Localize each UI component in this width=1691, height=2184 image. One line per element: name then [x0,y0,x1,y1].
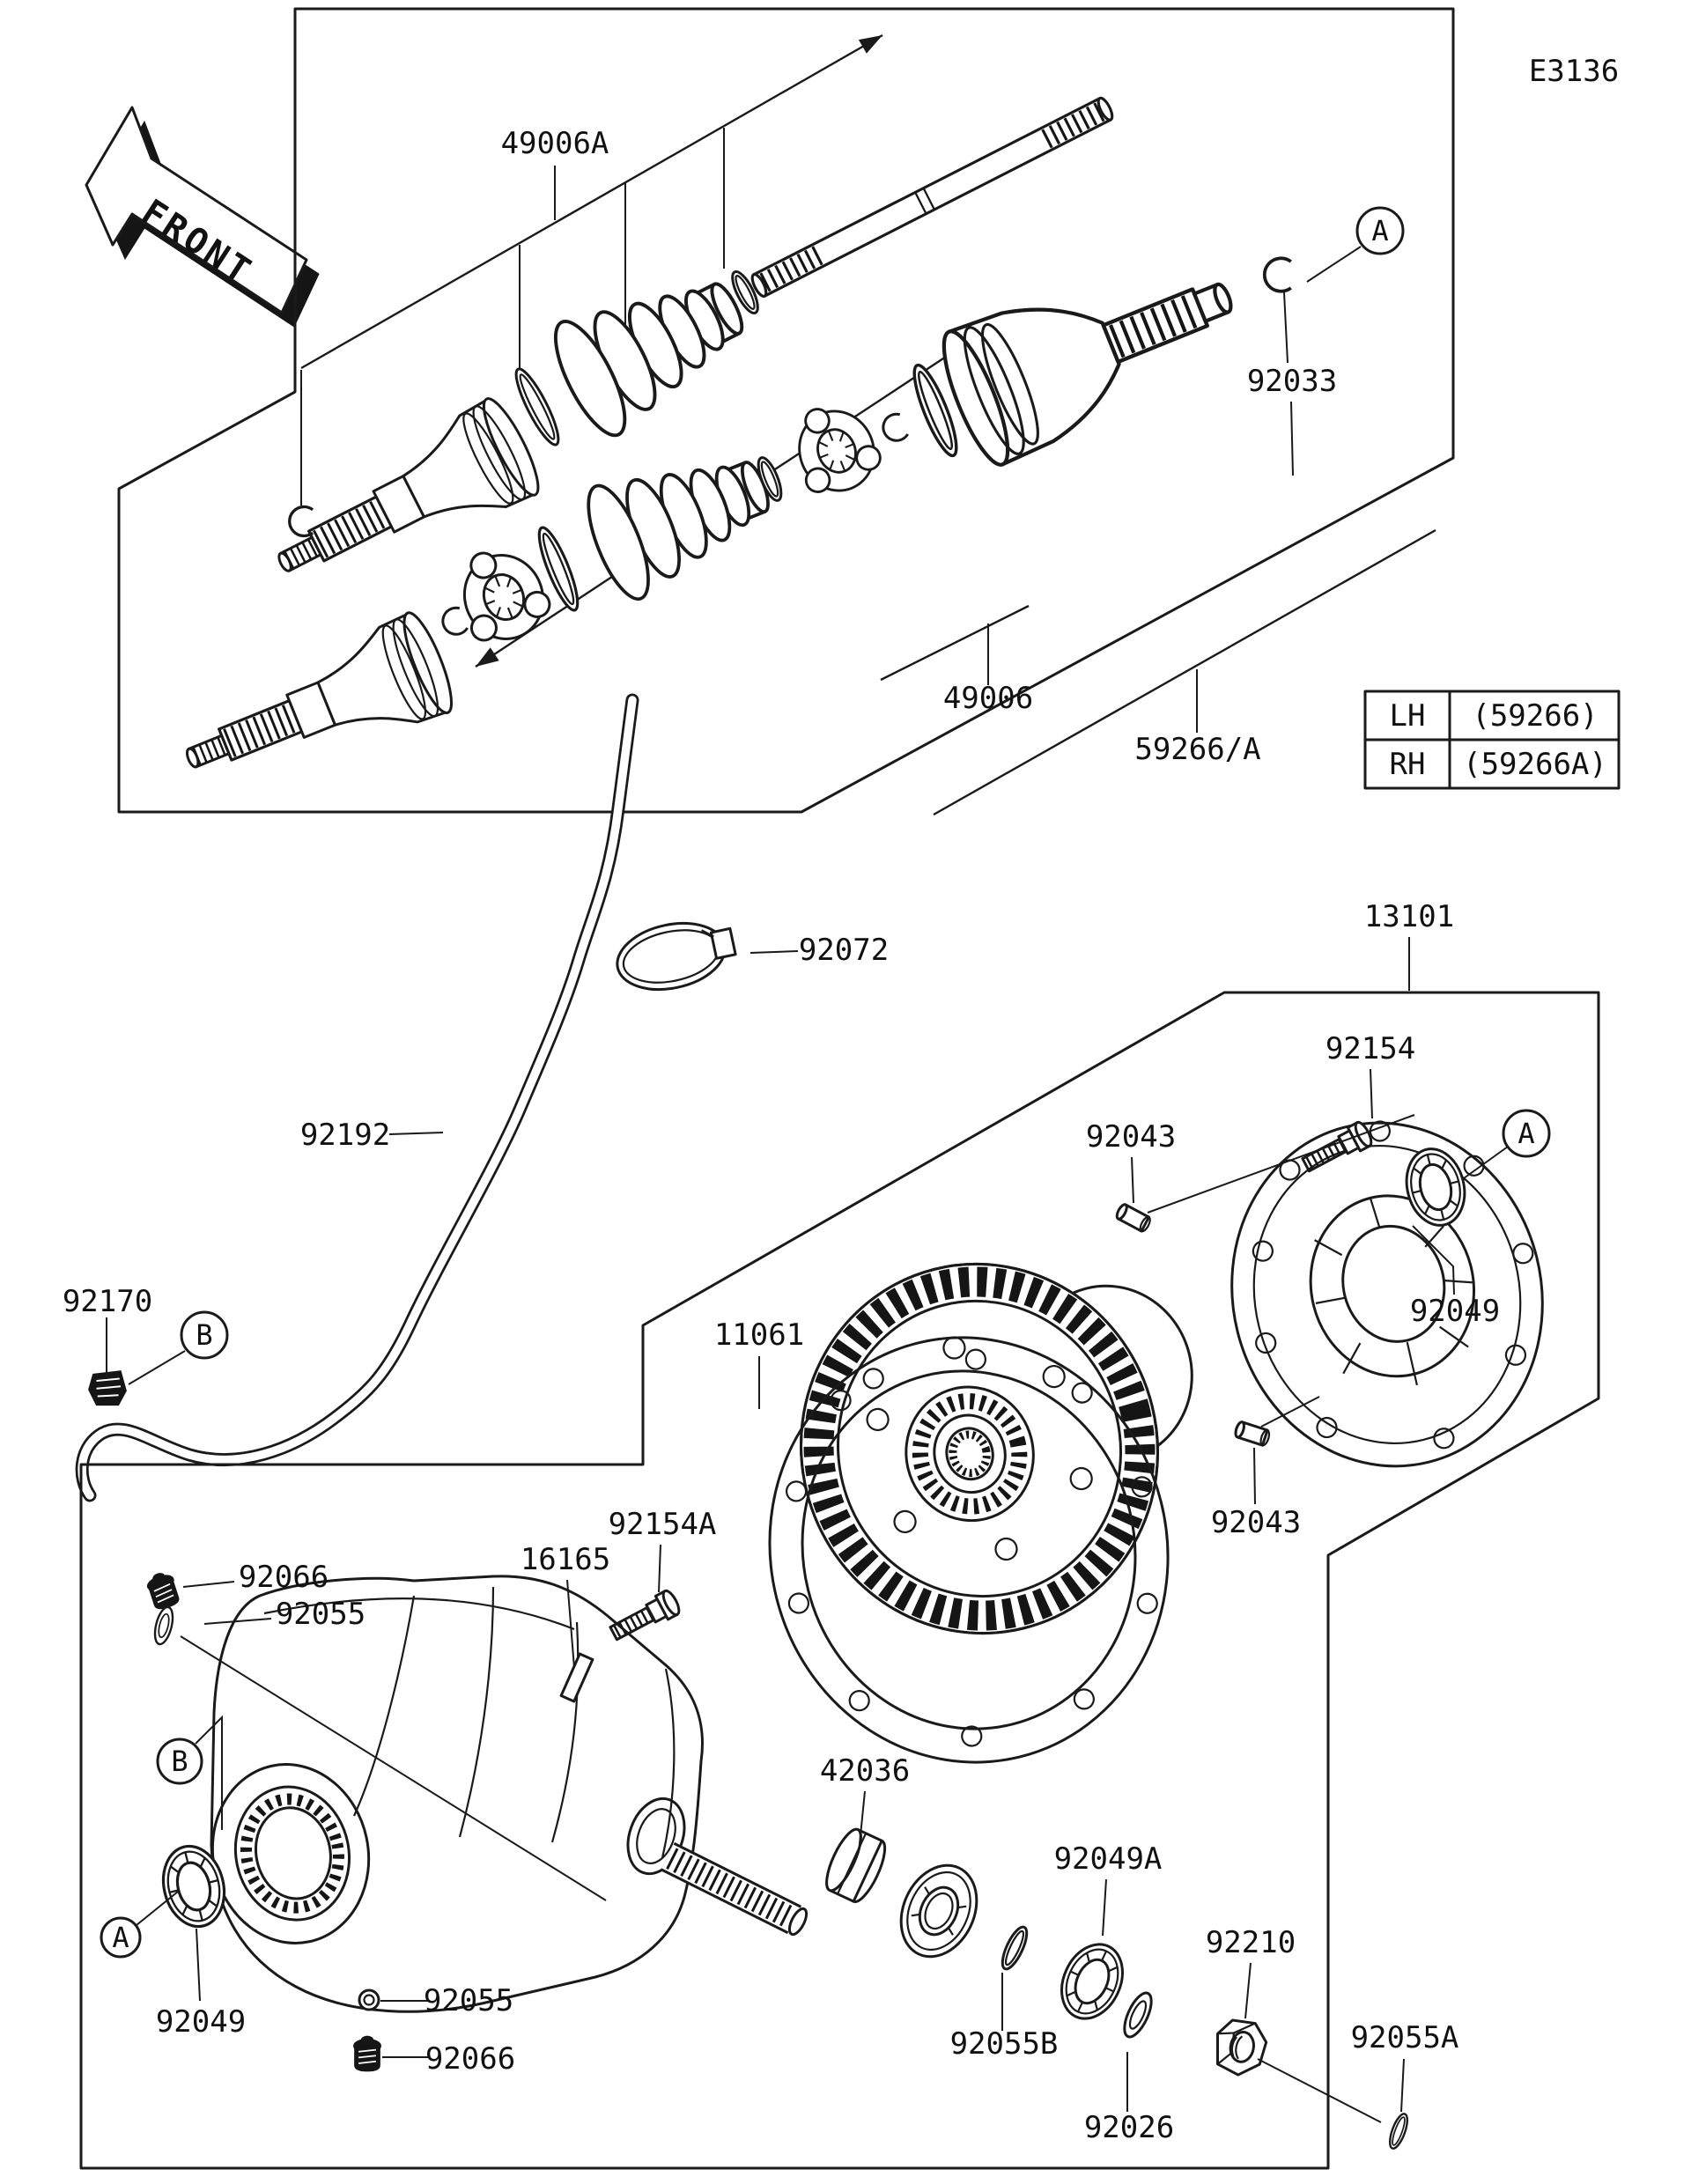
table-cell-lh: LH [1390,698,1426,734]
part-label-92049-right: 92049 [1410,1294,1500,1329]
dowel-pin-92043-upper-drawing [1113,1201,1154,1235]
plug-92066-top-drawing [144,1568,182,1612]
part-label-92043-lower: 92043 [1211,1505,1301,1540]
part-label-92072: 92072 [799,933,889,968]
part-label-92055-bottom: 92055 [424,1983,513,2018]
table-cell-rh-number: (59266A) [1463,747,1607,782]
driveshaft-leader-lines [554,166,1362,733]
svg-text:A: A [1517,1117,1534,1150]
part-label-92066-bottom: 92066 [425,2041,515,2077]
front-direction-arrow: FRONT [85,106,320,328]
part-label-92066-top: 92066 [239,1560,329,1595]
lh-rh-reference-table: LH (59266) RH (59266A) [1363,690,1621,790]
part-label-49006: 49006 [943,681,1033,716]
part-label-92192: 92192 [300,1118,390,1153]
gearcase-leader-lines [136,937,1509,2123]
part-label-42036: 42036 [820,1753,910,1789]
part-label-49006A: 49006A [501,126,609,161]
part-label-92170: 92170 [63,1284,152,1319]
callout-a-top: A [1355,206,1405,255]
callout-b-left: B [180,1310,229,1360]
part-label-92055B: 92055B [950,2026,1059,2062]
part-label-13101: 13101 [1364,899,1454,934]
stopper-16165-drawing [559,1652,594,1703]
part-label-59266: 59266/A [1134,732,1260,767]
svg-text:A: A [1371,214,1388,247]
table-cell-lh-number: (59266) [1472,698,1598,734]
callout-a-bottom: A [100,1916,142,1959]
bearing-cover-13101-drawing [1230,1120,1544,1468]
svg-text:B: B [171,1745,188,1778]
part-label-92154A: 92154A [609,1507,717,1542]
final-gear-case-drawing [210,1575,809,2013]
seal-92049-right-drawing [1397,1141,1474,1233]
part-label-92026: 92026 [1084,2110,1174,2145]
hose-clamp-band-drawing [616,922,737,991]
part-label-92049A: 92049A [1054,1841,1163,1877]
table-cell-rh: RH [1390,747,1426,782]
svg-text:A: A [112,1921,129,1954]
part-label-92055-top: 92055 [276,1597,366,1632]
hose-leader-lines [106,950,799,1385]
part-label-92033: 92033 [1247,364,1337,399]
gasket-11061-drawing [768,1336,1170,1764]
part-label-16165: 16165 [521,1542,610,1577]
part-label-92055A: 92055A [1351,2020,1459,2055]
callout-a-middle: A [1502,1109,1551,1158]
breather-hose-drawing [75,693,639,1502]
part-label-92154: 92154 [1325,1031,1415,1066]
driveshaft-section-box [117,7,1455,814]
plug-92066-bottom-drawing [352,2035,382,2072]
differential-ring-gear-drawing [800,1262,1193,1635]
washer-92055-top-drawing [151,1604,177,1648]
ring-92055-bottom-drawing [358,1988,380,2011]
snap-ring-92033-drawing [1262,256,1293,293]
part-label-11061: 11061 [714,1317,804,1353]
callout-b-bottom: B [156,1738,203,1785]
gearcase-section-box [79,991,1600,2170]
part-label-92210: 92210 [1206,1925,1296,1960]
page-code: E3136 [1529,54,1619,89]
part-label-92043-upper: 92043 [1086,1119,1176,1155]
svg-text:B: B [196,1318,212,1352]
part-label-92049-bottom: 92049 [156,2004,246,2040]
